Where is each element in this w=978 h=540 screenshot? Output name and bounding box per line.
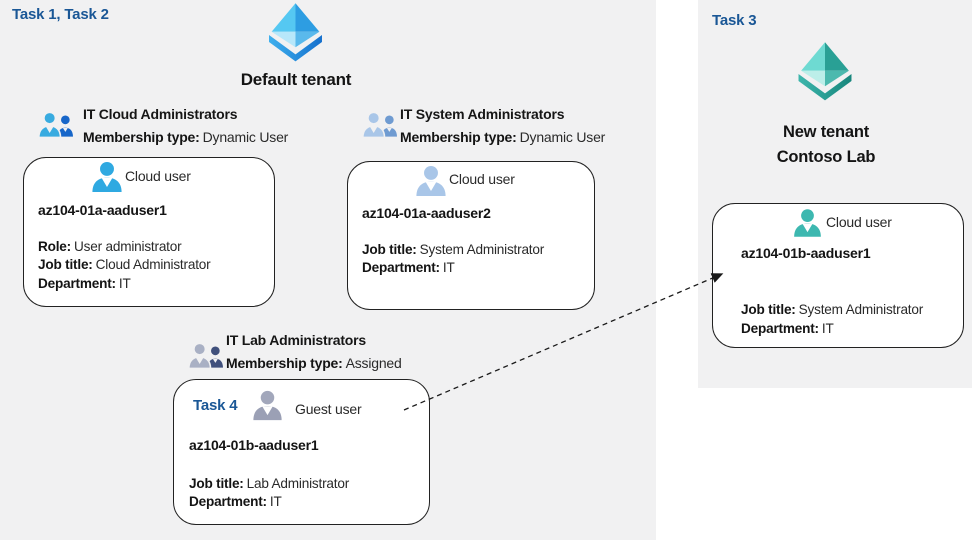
- department-label: Department:: [362, 260, 440, 275]
- entra-tenant-teal-icon: [798, 42, 852, 101]
- cloud-user-icon: [794, 209, 821, 237]
- role-label: Role:: [38, 239, 71, 254]
- job-title-label: Job title:: [741, 302, 796, 317]
- job-title-value: System Administrator: [419, 242, 545, 257]
- job-title-label: Job title:: [362, 242, 417, 257]
- cloud-user-icon: [92, 161, 122, 193]
- department-value: IT: [269, 494, 282, 509]
- new-user-department: Department:IT: [741, 321, 834, 336]
- group-lab-admins-icon: [188, 342, 223, 370]
- membership-type-value: Dynamic User: [519, 129, 606, 145]
- new-tenant-title-line2: Contoso Lab: [776, 148, 876, 166]
- task-4-label: Task 4: [193, 397, 238, 414]
- department-label: Department:: [741, 321, 819, 336]
- guest-job-title: Job title:Lab Administrator: [189, 476, 349, 491]
- cloud-user-icon: [416, 165, 446, 197]
- membership-type-label: Membership type:: [226, 355, 343, 371]
- guest-user-icon: [253, 390, 282, 421]
- group-system-admins-membership: Membership type:Dynamic User: [400, 129, 605, 145]
- job-title-value: System Administrator: [798, 302, 924, 317]
- user2-name: az104-01a-aaduser2: [362, 205, 491, 221]
- group-cloud-admins-membership: Membership type:Dynamic User: [83, 129, 288, 145]
- new-tenant-title-line1: New tenant: [782, 123, 869, 141]
- department-label: Department:: [38, 276, 116, 291]
- group-system-admins-title: IT System Administrators: [400, 106, 565, 122]
- department-value: IT: [118, 276, 131, 291]
- role-value: User administrator: [74, 239, 182, 254]
- task-3-label: Task 3: [712, 12, 757, 29]
- membership-type-label: Membership type:: [400, 129, 517, 145]
- user1-name: az104-01a-aaduser1: [38, 202, 167, 218]
- group-lab-admins-membership: Membership type:Assigned: [226, 355, 402, 371]
- job-title-value: Lab Administrator: [246, 476, 350, 491]
- guest-user-card: Task 4 Guest user az104-01b-aaduser1 Job…: [173, 379, 430, 525]
- guest-department: Department:IT: [189, 494, 282, 509]
- user2-job-title: Job title:System Administrator: [362, 242, 544, 257]
- user1-kind: Cloud user: [125, 168, 191, 184]
- new-user-job-title: Job title:System Administrator: [741, 302, 923, 317]
- group-cloud-admins-icon: [38, 111, 73, 139]
- user1-role: Role:User administrator: [38, 239, 182, 254]
- job-title-label: Job title:: [38, 257, 93, 272]
- default-tenant-title: Default tenant: [240, 70, 352, 89]
- new-user-name: az104-01b-aaduser1: [741, 245, 871, 261]
- user1-card: Cloud user az104-01a-aaduser1 Role:User …: [23, 157, 275, 307]
- guest-kind: Guest user: [295, 401, 362, 417]
- guest-name: az104-01b-aaduser1: [189, 437, 319, 453]
- department-value: IT: [821, 321, 834, 336]
- job-title-value: Cloud Administrator: [95, 257, 211, 272]
- department-label: Department:: [189, 494, 267, 509]
- group-system-admins-icon: [362, 111, 397, 139]
- department-value: IT: [442, 260, 455, 275]
- group-lab-admins-title: IT Lab Administrators: [226, 332, 366, 348]
- group-cloud-admins-title: IT Cloud Administrators: [83, 106, 238, 122]
- membership-type-label: Membership type:: [83, 129, 200, 145]
- user2-department: Department:IT: [362, 260, 455, 275]
- task-1-2-label: Task 1, Task 2: [12, 6, 109, 23]
- job-title-label: Job title:: [189, 476, 244, 491]
- user2-kind: Cloud user: [449, 171, 515, 187]
- membership-type-value: Assigned: [345, 355, 402, 371]
- new-user-kind: Cloud user: [826, 214, 892, 230]
- membership-type-value: Dynamic User: [202, 129, 289, 145]
- user2-card: Cloud user az104-01a-aaduser2 Job title:…: [347, 161, 595, 310]
- entra-tenant-blue-icon: [269, 3, 322, 62]
- user1-department: Department:IT: [38, 276, 131, 291]
- user1-job-title: Job title:Cloud Administrator: [38, 257, 211, 272]
- new-tenant-user-card: Cloud user az104-01b-aaduser1 Job title:…: [712, 203, 964, 348]
